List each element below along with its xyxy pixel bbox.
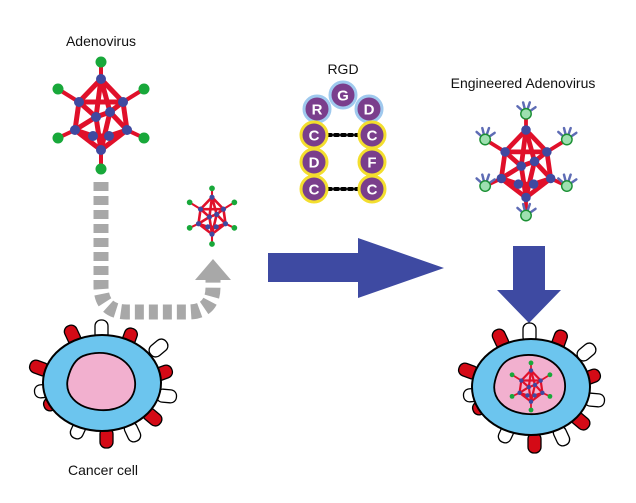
small-adenovirus-capsid [186, 185, 238, 247]
svg-text:D: D [364, 102, 375, 119]
adenovirus-label: Adenovirus [66, 33, 136, 49]
rgd-label: RGD [327, 61, 358, 77]
adenovirus-capsid [52, 56, 150, 175]
svg-text:C: C [309, 128, 320, 145]
peptide-bead-top-3: D [354, 94, 384, 124]
cancer-cell [28, 319, 178, 449]
engineered-adenovirus-label: Engineered Adenovirus [451, 75, 596, 91]
peptide-bead-right-1: C [357, 120, 387, 150]
peptide-bead-left-1: C [299, 120, 329, 150]
peptide-bead-right-3: C [357, 174, 387, 204]
svg-text:C: C [367, 182, 378, 199]
peptide-bead-top-1: R [302, 94, 332, 124]
svg-text:C: C [309, 182, 320, 199]
rgd-peptide: R G D C D C C F [299, 80, 387, 204]
svg-text:R: R [312, 102, 323, 119]
svg-text:F: F [367, 155, 376, 172]
engineered-adenovirus-capsid [475, 101, 578, 222]
gray-dashed-arrow [93, 182, 231, 320]
svg-text:C: C [367, 128, 378, 145]
svg-text:G: G [337, 88, 349, 105]
peptide-bead-left-2: D [299, 147, 329, 177]
cancer-cell-label: Cancer cell [68, 462, 138, 478]
peptide-bead-left-3: C [299, 174, 329, 204]
peptide-bead-top-2: G [328, 80, 358, 110]
svg-text:D: D [309, 155, 320, 172]
peptide-bead-right-2: F [357, 147, 387, 177]
blue-arrow-down [497, 246, 561, 323]
blue-arrow-right [268, 238, 444, 298]
infected-cancer-cell [457, 322, 606, 454]
